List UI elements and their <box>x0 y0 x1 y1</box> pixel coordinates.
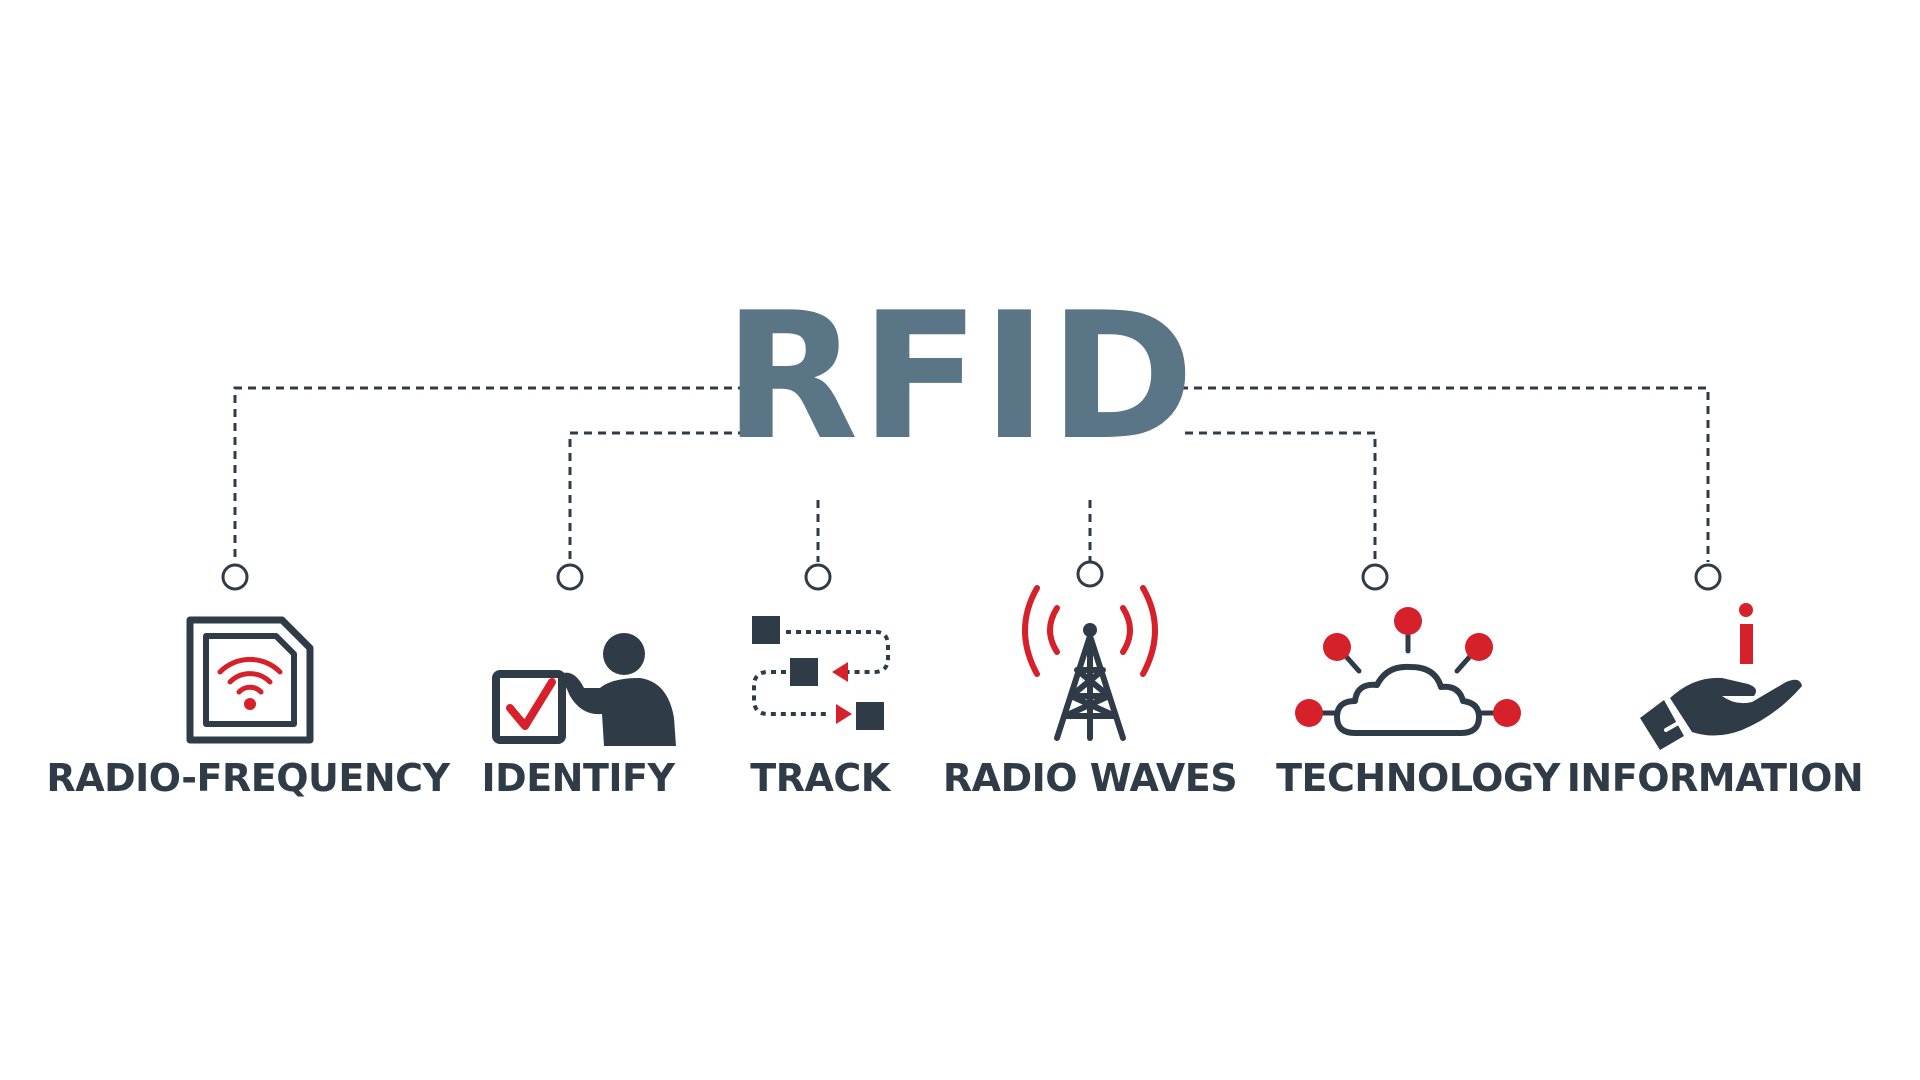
connector-information <box>1180 386 1710 562</box>
hand-info-icon <box>1640 603 1802 750</box>
node-identify <box>556 563 584 591</box>
node-radio-waves <box>1076 560 1104 588</box>
connector-identify <box>568 431 760 562</box>
label-radio-waves: RADIO WAVES <box>942 756 1238 800</box>
connector-technology <box>1185 431 1377 562</box>
connector-radio-frequency <box>233 386 760 562</box>
label-technology: TECHNOLOGY <box>1276 756 1560 800</box>
label-track: TRACK <box>750 756 890 800</box>
node-radio-frequency <box>221 563 249 591</box>
label-radio-frequency: RADIO-FREQUENCY <box>46 756 450 800</box>
rfid-tag-icon <box>186 616 314 744</box>
label-identify: IDENTIFY <box>481 756 675 800</box>
cloud-network-icon <box>1295 607 1521 736</box>
node-track <box>804 563 832 591</box>
track-flow-icon <box>752 616 890 730</box>
identify-person-icon <box>492 633 676 746</box>
node-information <box>1694 563 1722 591</box>
diagram-title: RFID <box>723 276 1197 479</box>
node-technology <box>1361 563 1389 591</box>
label-information: INFORMATION <box>1566 756 1864 800</box>
radio-tower-icon <box>1022 585 1158 741</box>
